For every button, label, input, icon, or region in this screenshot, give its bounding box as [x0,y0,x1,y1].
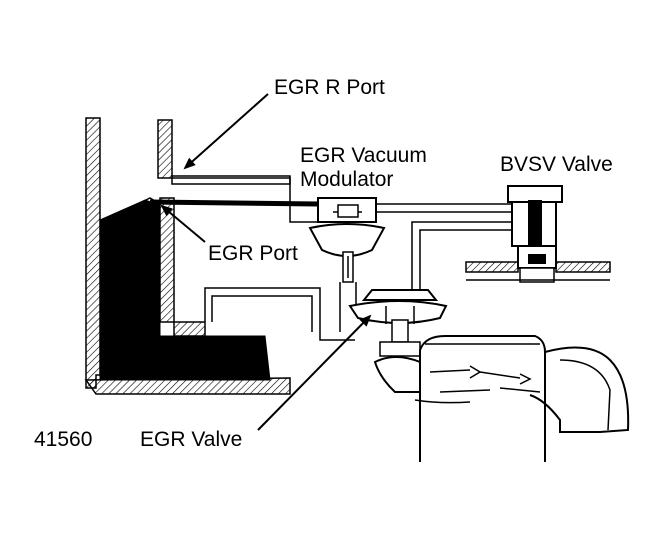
label-bvsv-valve: BVSV Valve [500,153,613,176]
egr-r-port-hose [172,177,318,223]
figure-number: 41560 [34,428,92,451]
label-egr-vacuum-modulator-line2: Modulator [300,168,393,191]
throttle-body-housing [84,117,291,395]
intake-passage [99,199,271,381]
label-egr-valve: EGR Valve [140,428,242,451]
housing-to-egr-valve-hose [204,287,355,341]
egr-vacuum-modulator [308,197,386,283]
bvsv-to-egr-valve-hose [411,221,520,290]
leader-arrows [160,93,372,431]
egr-valve [348,289,448,357]
bvsv-valve [465,185,611,283]
egr-r-port-opening [171,175,291,185]
egr-port-hose [149,199,319,207]
modulator-to-bvsv-hose [376,203,512,213]
modulator-to-valve-hose [339,282,357,332]
label-egr-port: EGR Port [208,242,298,265]
label-egr-vacuum-modulator-line1: EGR Vacuum [300,144,427,167]
label-egr-r-port: EGR R Port [274,76,385,99]
intake-manifold [373,335,630,462]
